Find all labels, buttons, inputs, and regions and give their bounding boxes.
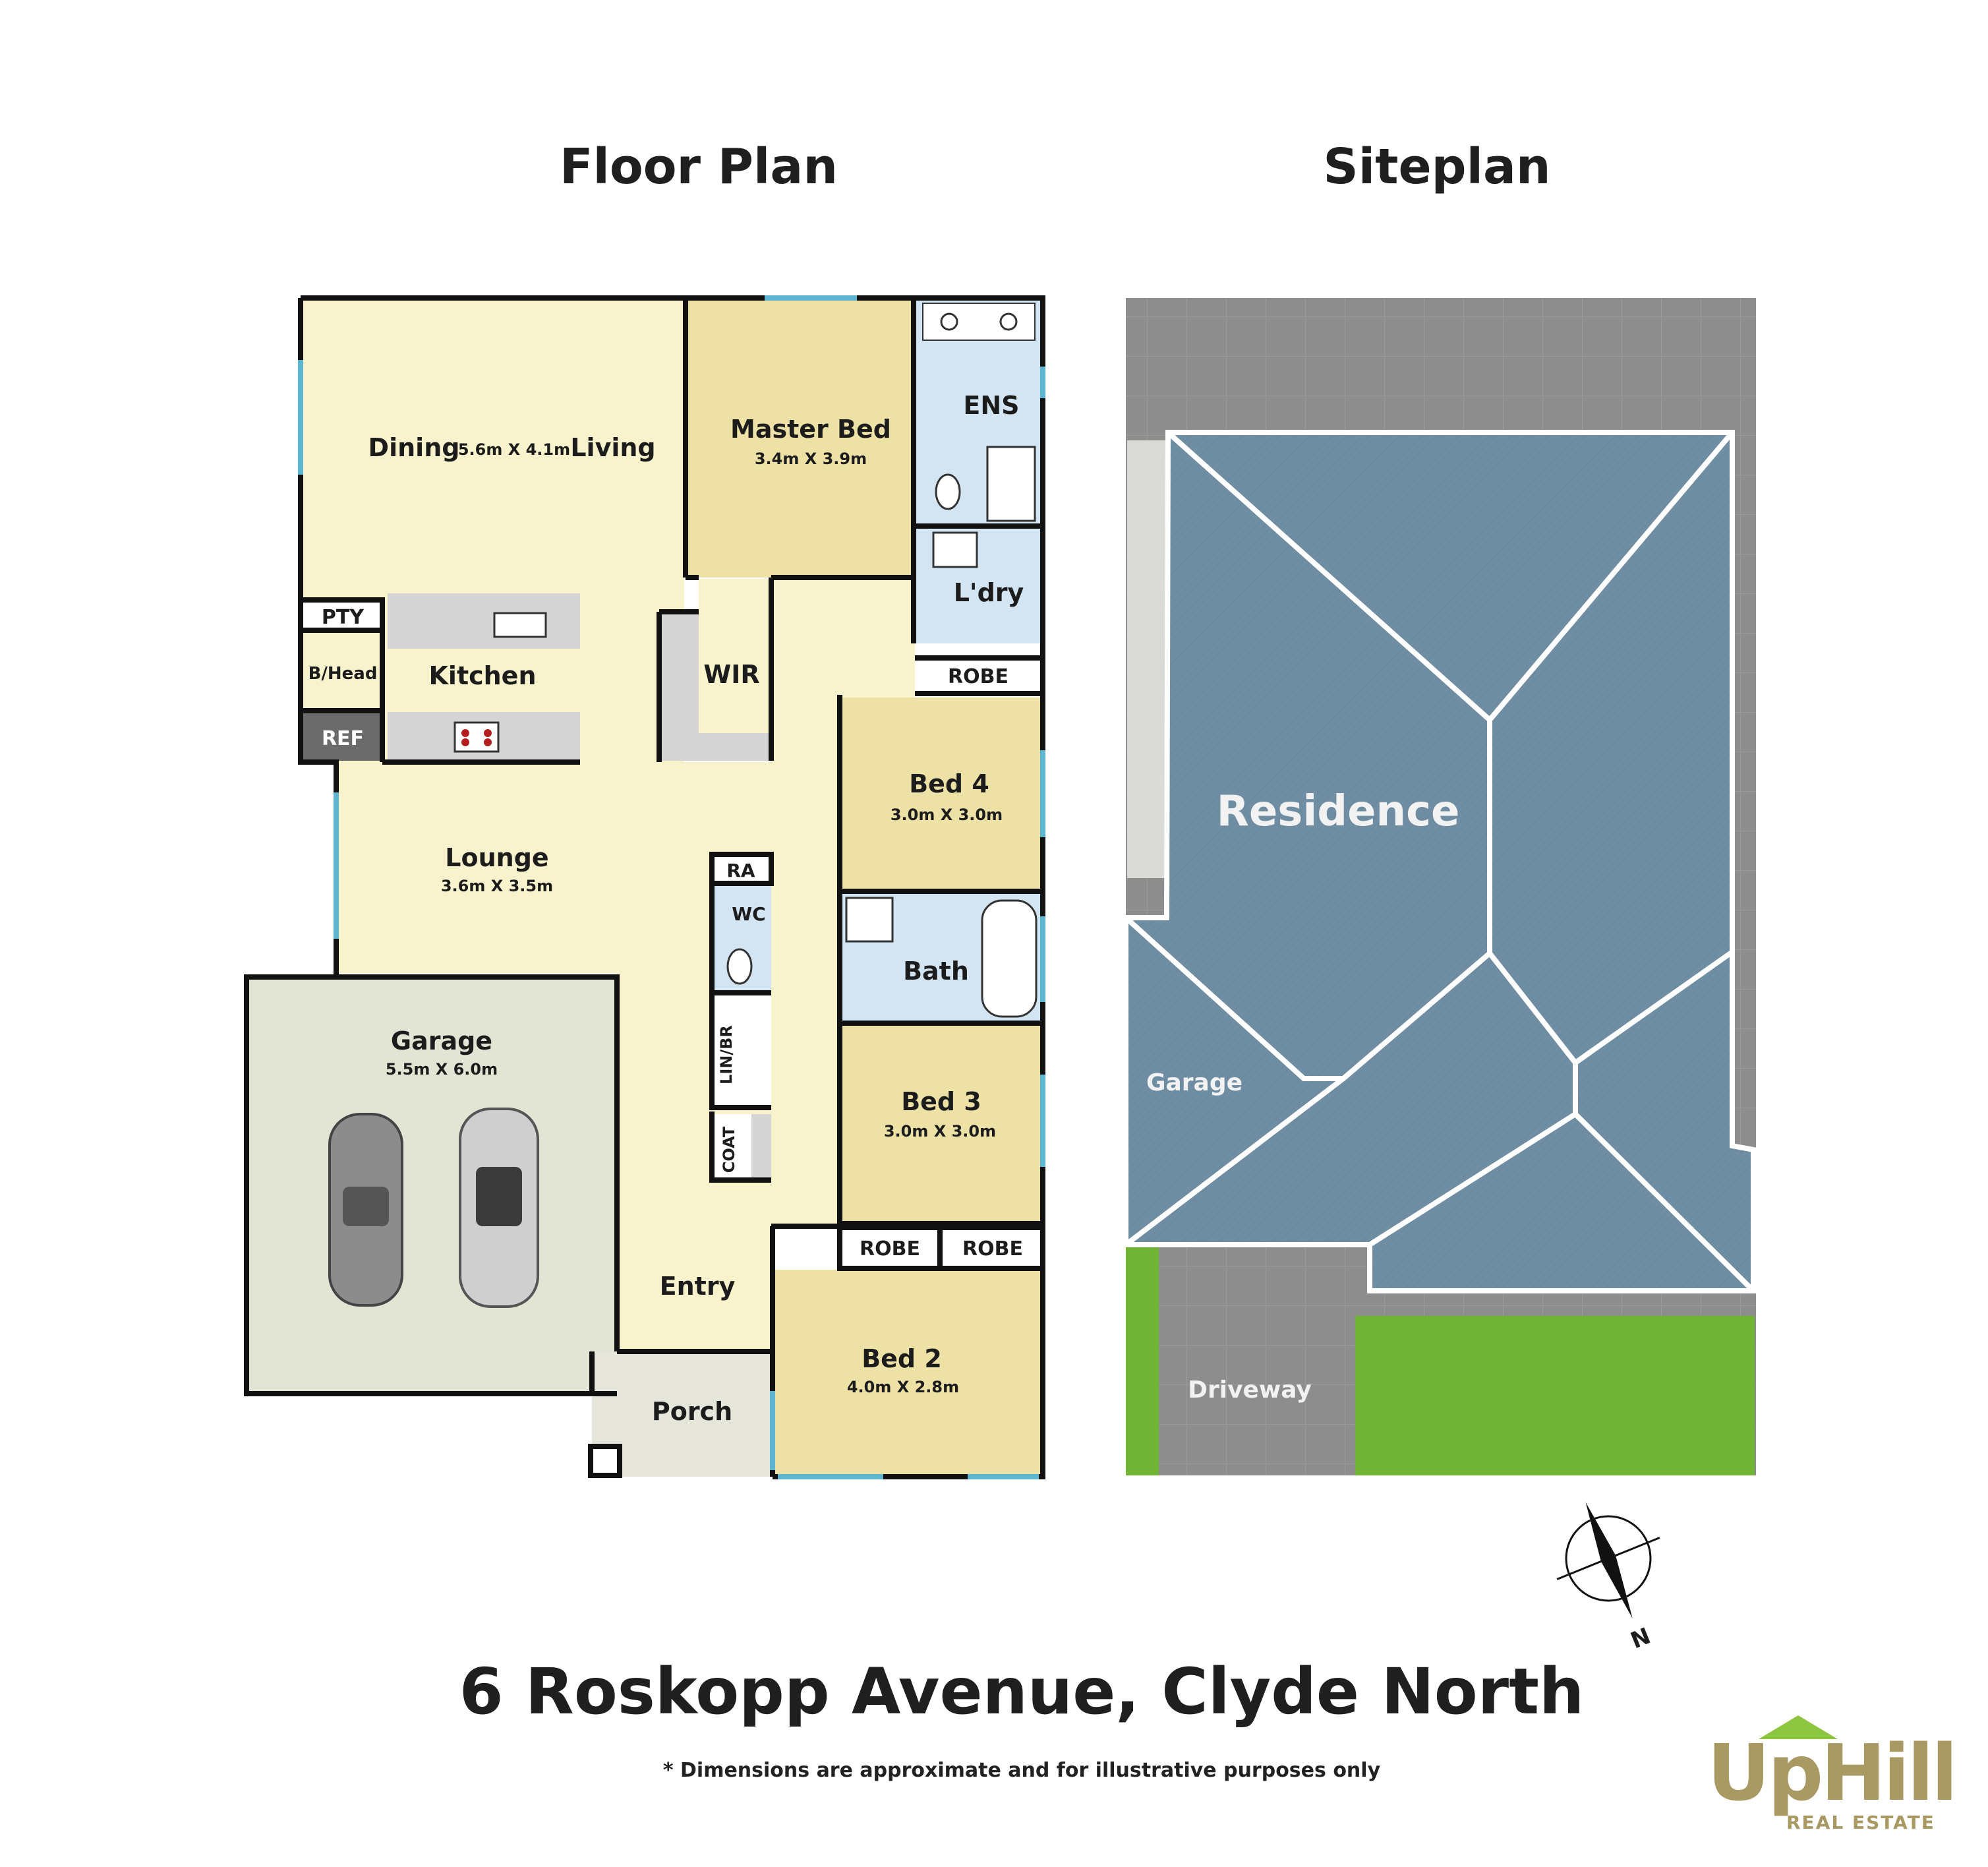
living-label: Living (570, 433, 655, 462)
lawn (1355, 1316, 1755, 1475)
linbr-label: LIN/BR (717, 1025, 736, 1084)
pantry-floor (303, 600, 381, 629)
robe-1-floor (915, 658, 1040, 694)
site-garage-label: Garage (1146, 1069, 1242, 1096)
bhead-floor (303, 630, 381, 711)
logo-tagline: REAL ESTATE (1786, 1812, 1935, 1833)
vanity-icon (922, 303, 1036, 341)
linbr-floor (712, 995, 771, 1105)
garage-floor (247, 977, 616, 1391)
bed2-dim: 4.0m X 2.8m (847, 1378, 959, 1396)
compass-north-label: N (1627, 1623, 1654, 1655)
bed2-label: Bed 2 (862, 1344, 942, 1373)
lounge-label: Lounge (445, 843, 548, 872)
bed2-floor (773, 1270, 1040, 1475)
lawn-left-strip (1126, 1246, 1159, 1475)
wc-label: WC (732, 903, 765, 925)
pantry-label: PTY (322, 606, 365, 629)
site-plan-title: Siteplan (1323, 138, 1551, 195)
bed4-floor (840, 697, 1040, 889)
ra-label: RA (726, 860, 755, 881)
logo-roof-icon (1759, 1715, 1838, 1739)
dining-label: Dining (368, 433, 460, 462)
shower-icon (986, 446, 1036, 522)
wc-toilet-icon (726, 948, 753, 985)
ens-label: ENS (963, 391, 1019, 420)
lounge-floor (336, 762, 771, 973)
bed3-label: Bed 3 (901, 1087, 981, 1116)
robe-2-label: ROBE (860, 1237, 920, 1260)
bed4-dim: 3.0m X 3.0m (891, 806, 1003, 824)
porch-post (588, 1444, 622, 1478)
fridge-label: REF (322, 727, 364, 750)
laundry-label: L'dry (954, 578, 1024, 607)
wir-label: WIR (703, 660, 759, 689)
sink-icon (493, 612, 547, 638)
property-address: 6 Roskopp Avenue, Clyde North (459, 1655, 1585, 1729)
bath-shower-icon (845, 897, 894, 943)
bhead-label: B/Head (308, 664, 378, 684)
coat-shelf (751, 1114, 771, 1177)
dimension-disclaimer: * Dimensions are approximate and for ill… (662, 1759, 1381, 1782)
floor-plan-title: Floor Plan (559, 138, 838, 195)
master-bed-floor (686, 298, 914, 578)
lounge-dim: 3.6m X 3.5m (441, 877, 553, 895)
coat-label: COAT (720, 1126, 738, 1173)
laundry-tub-icon (932, 531, 978, 568)
garage-dim: 5.5m X 6.0m (386, 1060, 498, 1079)
robe-2-floor (840, 1229, 939, 1266)
bathtub-icon (981, 899, 1038, 1018)
logo-wordmark: UpHill (1707, 1727, 1958, 1818)
toilet-icon (935, 473, 961, 510)
floor-plan: Dining Living 5.6m X 4.1m Master Bed 3.4… (244, 295, 1045, 1479)
site-plan: Residence Garage Driveway (1123, 298, 1756, 1475)
entry-label: Entry (660, 1272, 736, 1301)
robe-3-floor (943, 1229, 1040, 1266)
car-icon-left (328, 1113, 403, 1307)
porch-label: Porch (652, 1397, 732, 1426)
bed3-dim: 3.0m X 3.0m (884, 1122, 996, 1141)
fridge-floor (303, 713, 381, 761)
master-bed-label: Master Bed (730, 415, 891, 444)
dining-dim: 5.6m X 4.1m (458, 440, 570, 459)
residence-label: Residence (1217, 787, 1460, 836)
garage-label: Garage (391, 1026, 492, 1055)
cooktop-icon (453, 721, 500, 753)
kitchen-label: Kitchen (428, 661, 536, 690)
ra-floor (712, 854, 771, 883)
robe-3-label: ROBE (962, 1237, 1023, 1260)
bed4-label: Bed 4 (909, 769, 989, 798)
residence-roof (1123, 430, 1756, 1293)
kitchen-island (388, 593, 580, 649)
bath-label: Bath (903, 957, 969, 986)
car-icon-right (459, 1108, 539, 1308)
master-bed-dim: 3.4m X 3.9m (755, 450, 867, 468)
driveway-label: Driveway (1188, 1377, 1312, 1404)
side-path (1127, 440, 1167, 878)
compass-icon: N (1556, 1502, 1660, 1655)
robe-1-label: ROBE (948, 665, 1009, 688)
uphill-logo: UpHill REAL ESTATE (1707, 1715, 1958, 1833)
bed3-floor (840, 1026, 1040, 1222)
wir-inner (699, 579, 770, 733)
